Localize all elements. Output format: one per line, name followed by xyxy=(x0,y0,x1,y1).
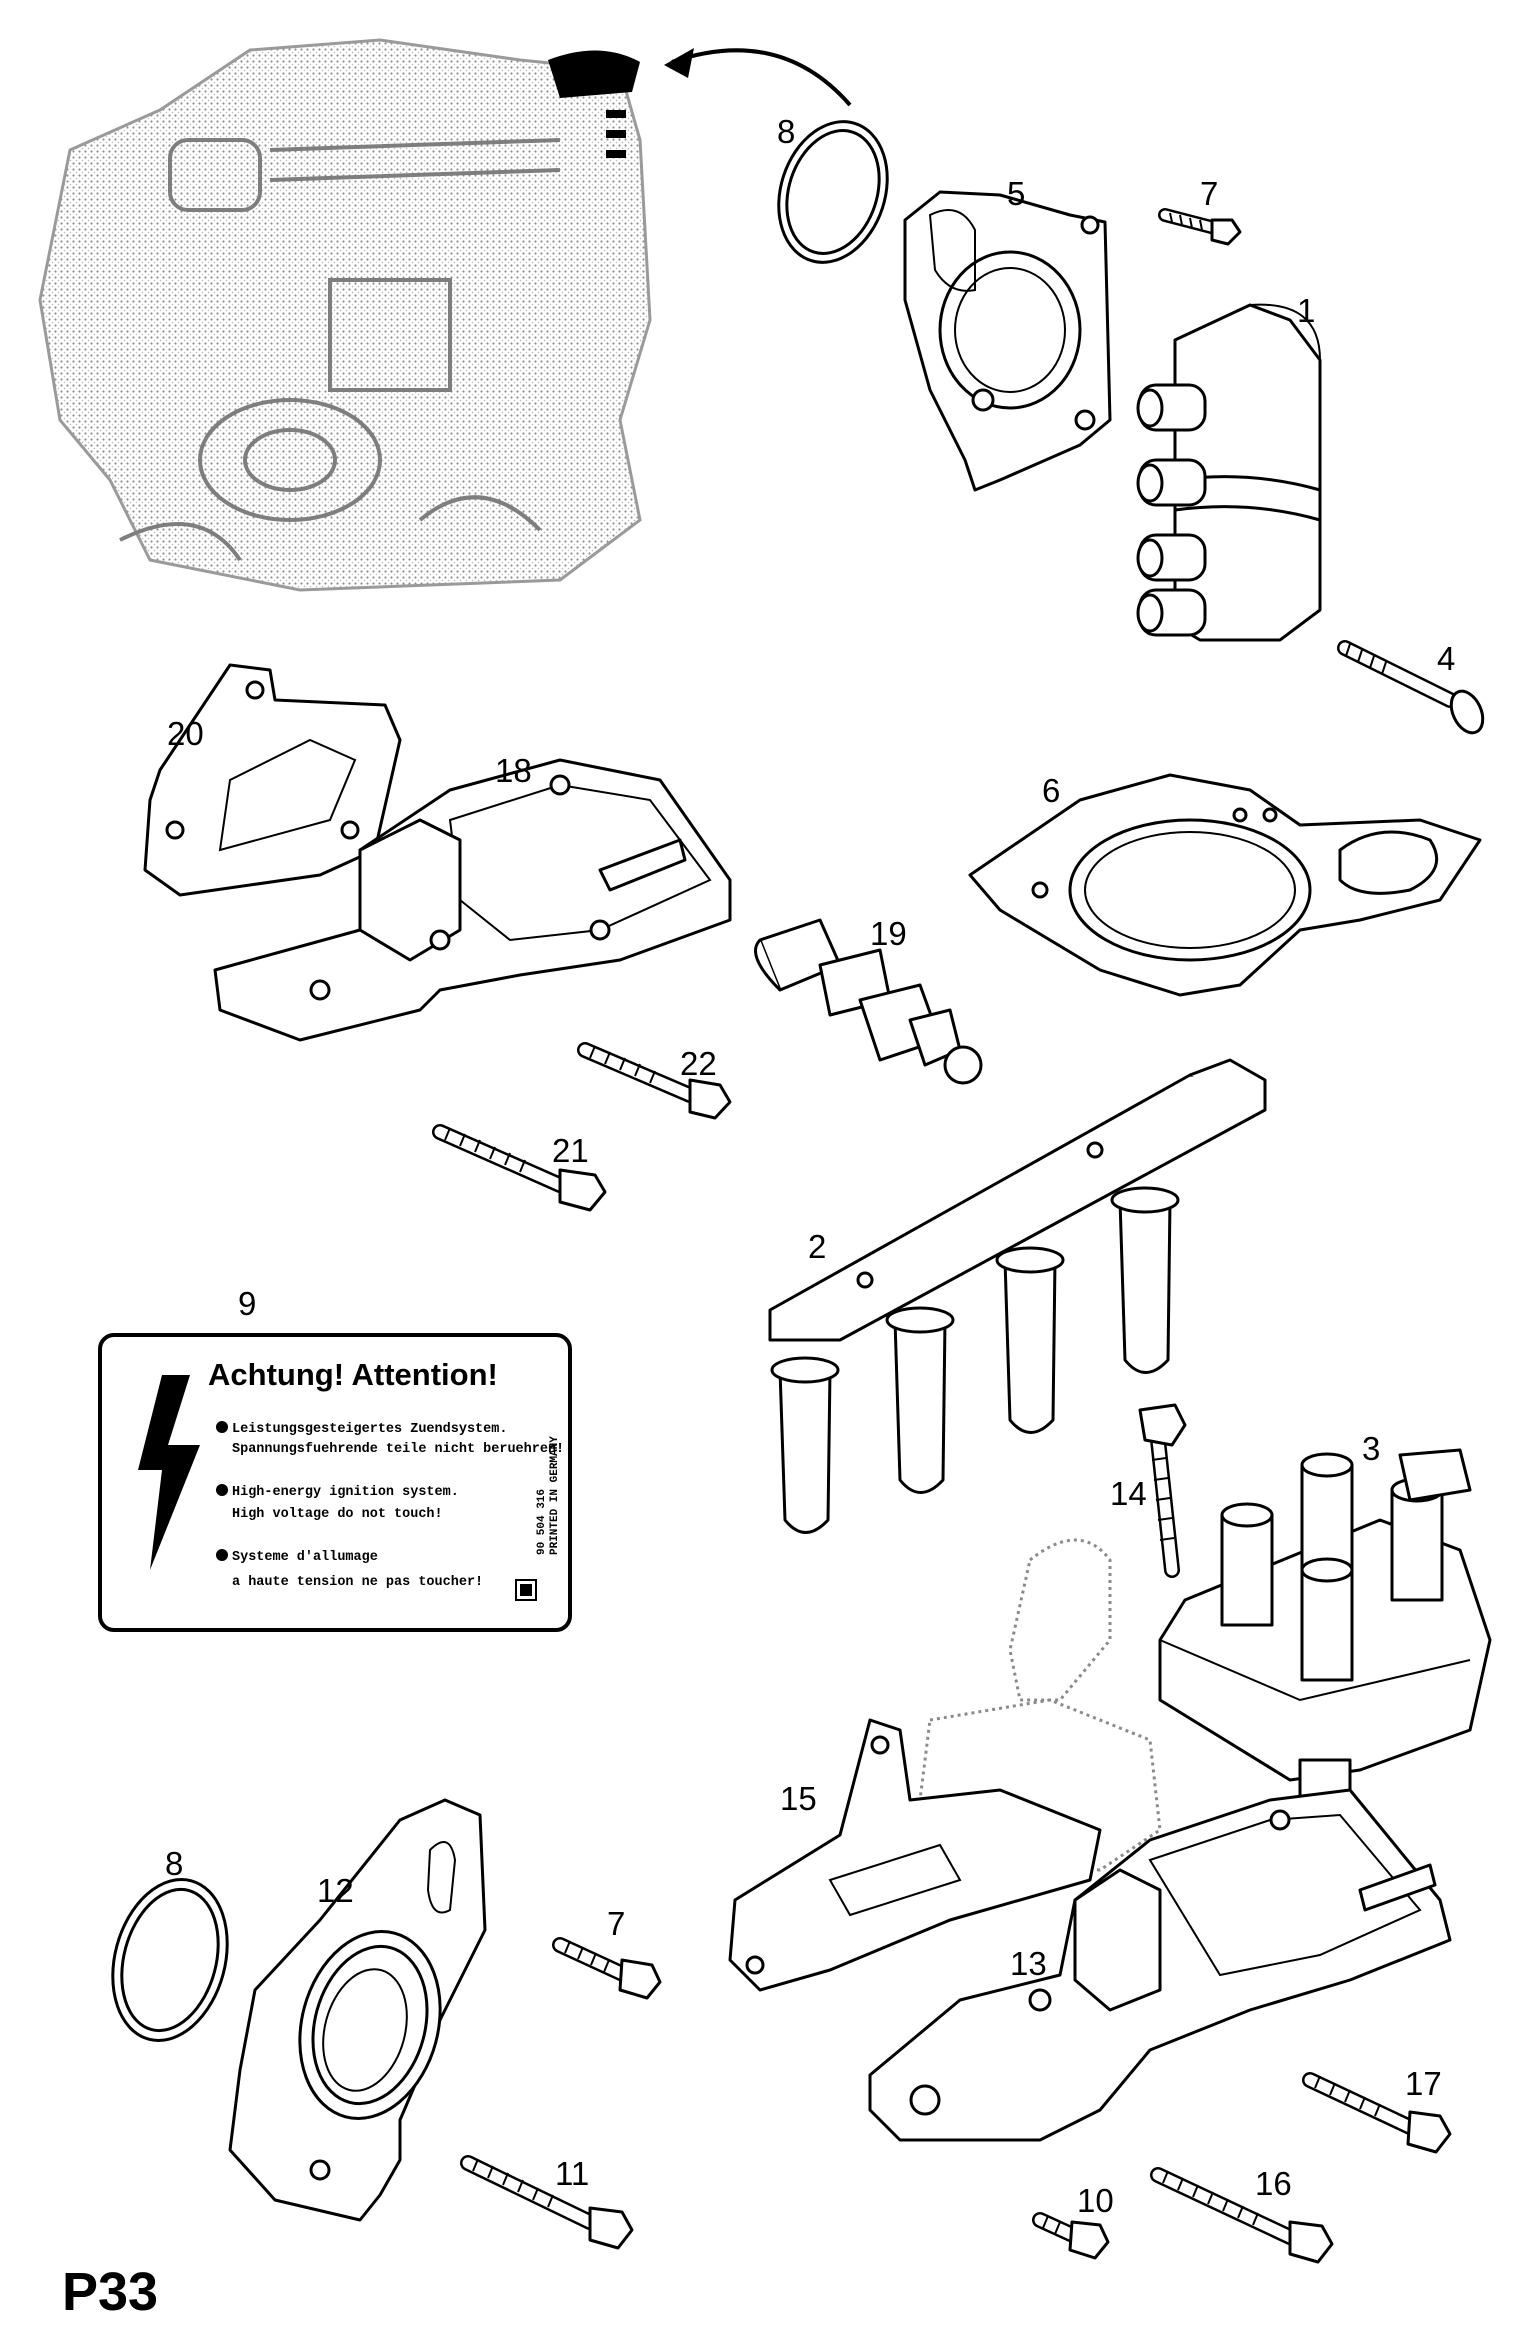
part-12-coil-bracket-with-seal xyxy=(228,1798,487,2222)
part-18-mounting-bracket xyxy=(213,758,732,1042)
warning-label-printed-in: PRINTED IN GERMANY xyxy=(549,1436,561,1555)
part-3-ignition-coil-module xyxy=(1158,1448,1492,1802)
callout-3: 3 xyxy=(1362,1430,1380,1467)
part-7-bolt-bottom xyxy=(552,1937,662,2000)
callout-22: 22 xyxy=(680,1045,717,1082)
part-15-gasket xyxy=(728,1718,1102,1992)
part-13-mounting-bracket xyxy=(868,1788,1452,2142)
callout-7-bottom: 7 xyxy=(607,1905,625,1942)
warning-label-line-1: Leistungsgesteigertes Zuendsystem. xyxy=(232,1422,507,1437)
callout-2: 2 xyxy=(808,1228,826,1265)
high-voltage-lightning-icon xyxy=(138,1375,200,1570)
part-10-small-bolt xyxy=(1032,2212,1110,2260)
callout-19: 19 xyxy=(870,915,907,952)
warning-label-part-number: 90 504 316 xyxy=(536,1489,548,1555)
part-4-long-bolt xyxy=(1337,640,1485,735)
callout-21: 21 xyxy=(552,1132,589,1169)
warning-label-line-2: Spannungsfuehrende teile nicht beruehren… xyxy=(232,1442,564,1457)
warning-label-line-4: High voltage do not touch! xyxy=(232,1507,443,1522)
part-7-bolt-top xyxy=(1158,208,1242,246)
part-8-o-ring-top xyxy=(777,120,889,264)
callout-12: 12 xyxy=(317,1872,354,1909)
callout-labels: 8 5 7 1 4 20 18 6 19 22 21 2 9 14 3 15 8… xyxy=(165,113,1455,2219)
warning-label-line-3: High-energy ignition system. xyxy=(232,1485,459,1500)
callout-5: 5 xyxy=(1007,175,1025,212)
callout-11: 11 xyxy=(555,2155,589,2192)
part-21-bolt xyxy=(432,1124,607,1212)
callout-9: 9 xyxy=(238,1285,256,1322)
warning-label-title: Achtung! Attention! xyxy=(208,1357,498,1392)
part-11-bolt xyxy=(460,2155,634,2250)
part-17-bolt xyxy=(1302,2072,1452,2154)
part-8-o-ring-bottom xyxy=(111,1878,229,2042)
part-20-gasket xyxy=(143,663,402,897)
pointer-arrow-icon xyxy=(671,48,852,107)
warning-label-line-5: Systeme d'allumage xyxy=(232,1550,378,1565)
page-code: P33 xyxy=(62,2262,158,2322)
callout-20: 20 xyxy=(167,715,204,752)
callout-14: 14 xyxy=(1110,1475,1147,1512)
callout-4: 4 xyxy=(1437,640,1455,677)
callout-13: 13 xyxy=(1010,1945,1047,1982)
part-6-plate-gasket xyxy=(968,773,1482,997)
engine-overview-illustration xyxy=(38,38,852,592)
part-9-warning-label: Achtung! Attention! Leistungsgesteigerte… xyxy=(98,1333,572,1632)
callout-15: 15 xyxy=(780,1780,817,1817)
callout-6: 6 xyxy=(1042,772,1060,809)
warning-label-line-6: a haute tension ne pas toucher! xyxy=(232,1575,483,1590)
highlighted-ignition-module-icon xyxy=(548,50,640,98)
part-1-ignition-coil xyxy=(1136,303,1322,642)
callout-8-bottom: 8 xyxy=(165,1845,183,1882)
callout-1: 1 xyxy=(1297,292,1315,329)
callout-10: 10 xyxy=(1077,2182,1114,2219)
part-14-bolt xyxy=(1138,1403,1187,1578)
callout-16: 16 xyxy=(1255,2165,1292,2202)
part-19-temperature-sensor xyxy=(754,918,983,1085)
callout-8-top: 8 xyxy=(777,113,795,150)
callout-18: 18 xyxy=(495,752,532,789)
part-16-bolt xyxy=(1150,2167,1334,2264)
callout-7-top: 7 xyxy=(1200,175,1218,212)
part-22-bolt xyxy=(577,1042,732,1120)
callout-17: 17 xyxy=(1405,2065,1442,2102)
part-2-coil-rail xyxy=(768,1058,1267,1534)
part-5-coil-bracket xyxy=(903,190,1112,492)
